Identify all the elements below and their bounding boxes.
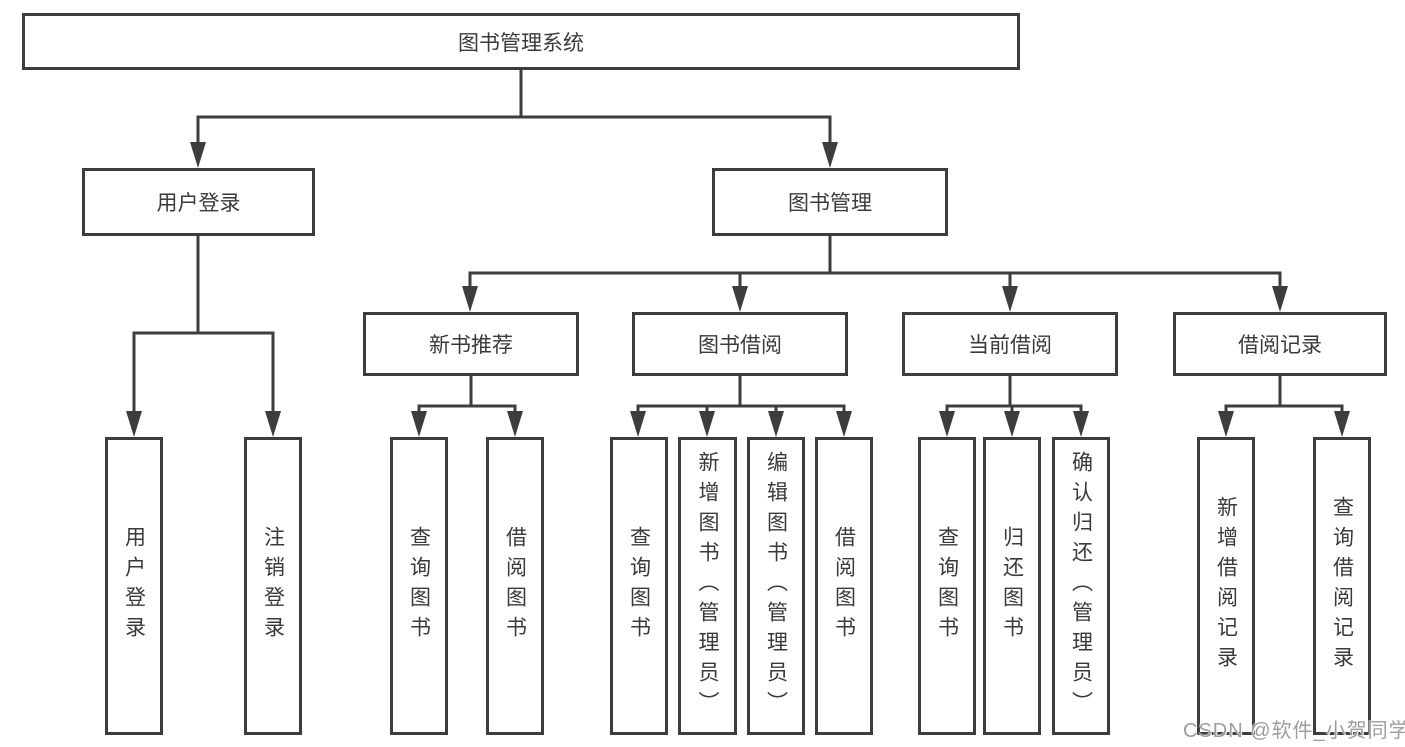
leaf-add-borrow-record: 新增借阅记录 [1197, 437, 1255, 735]
node-book-management: 图书管理 [712, 168, 948, 236]
node-new-book-recommend: 新书推荐 [363, 312, 579, 376]
node-root-label: 图书管理系统 [458, 31, 584, 55]
leaf-add-books-admin-label: 新增图书（管理员） [696, 451, 719, 721]
leaf-logout: 注销登录 [244, 437, 302, 735]
leaf-return-books: 归还图书 [983, 437, 1041, 735]
leaf-add-borrow-record-label: 新增借阅记录 [1214, 496, 1238, 676]
node-borrowing-records: 借阅记录 [1173, 312, 1387, 376]
node-current-borrowing: 当前借阅 [902, 312, 1118, 376]
leaf-query-borrow-record-label: 查询借阅记录 [1330, 496, 1354, 676]
leaf-borrow-books-borrowing-label: 借阅图书 [832, 526, 856, 646]
leaf-query-books-newrec-label: 查询图书 [407, 526, 431, 646]
node-book-borrowing-label: 图书借阅 [698, 334, 782, 357]
node-user-login-group: 用户登录 [82, 168, 315, 236]
leaf-query-books-current: 查询图书 [918, 437, 976, 735]
leaf-confirm-return-admin: 确认归还（管理员） [1052, 437, 1110, 735]
leaf-return-books-label: 归还图书 [1000, 526, 1024, 646]
leaf-query-books-borrowing-label: 查询图书 [627, 526, 651, 646]
leaf-query-books-borrowing: 查询图书 [610, 437, 668, 735]
leaf-borrow-books-borrowing: 借阅图书 [815, 437, 873, 735]
leaf-edit-books-admin: 编辑图书（管理员） [747, 437, 805, 735]
leaf-query-borrow-record: 查询借阅记录 [1313, 437, 1371, 735]
csdn-watermark: CSDN @软件_小贺同学 [1183, 720, 1405, 742]
leaf-edit-books-admin-label: 编辑图书（管理员） [764, 451, 788, 721]
leaf-add-books-admin: 新增图书（管理员） [678, 437, 737, 735]
leaf-query-books-current-label: 查询图书 [935, 526, 959, 646]
node-current-borrowing-label: 当前借阅 [968, 334, 1052, 357]
leaf-logout-label: 注销登录 [261, 526, 285, 646]
leaf-borrow-books-newrec-label: 借阅图书 [503, 526, 527, 646]
node-book-borrowing: 图书借阅 [632, 312, 848, 376]
node-root: 图书管理系统 [22, 13, 1020, 70]
leaf-query-books-newrec: 查询图书 [390, 437, 448, 735]
node-new-book-recommend-label: 新书推荐 [429, 334, 513, 357]
leaf-confirm-return-admin-label: 确认归还（管理员） [1069, 451, 1093, 721]
node-book-management-label: 图书管理 [788, 192, 872, 215]
node-borrowing-records-label: 借阅记录 [1238, 334, 1322, 357]
node-user-login-group-label: 用户登录 [156, 192, 241, 215]
leaf-user-login-label: 用户登录 [122, 526, 146, 646]
leaf-user-login: 用户登录 [105, 437, 163, 735]
leaf-borrow-books-newrec: 借阅图书 [486, 437, 544, 735]
